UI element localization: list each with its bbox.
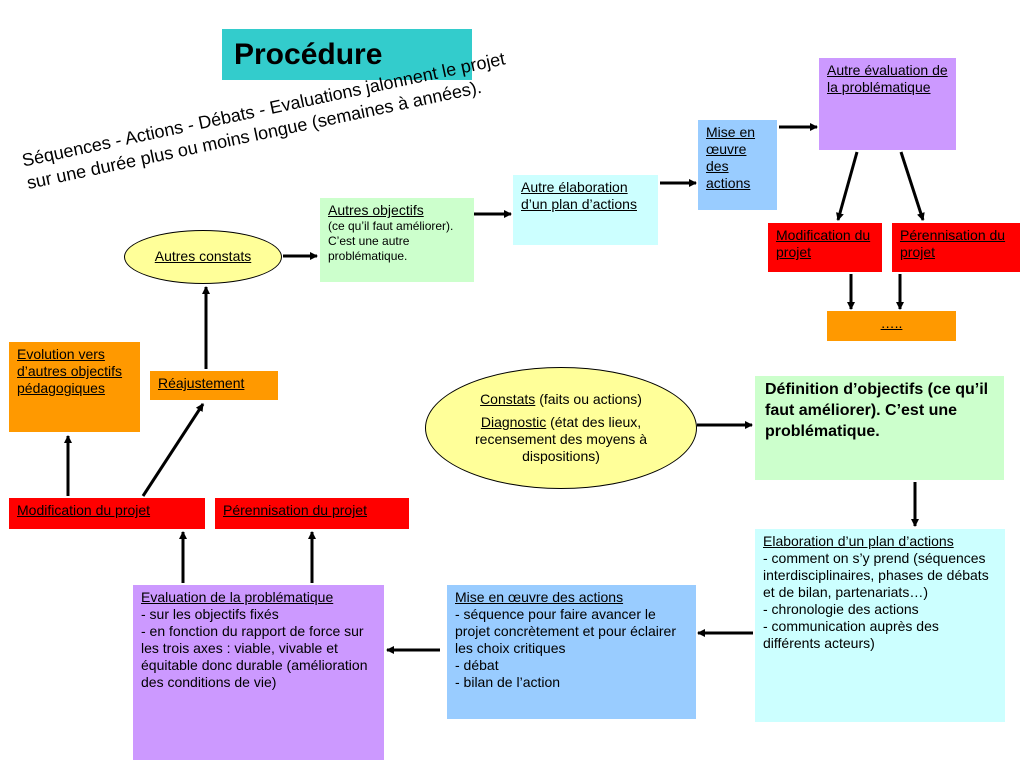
diagnostic-label: Diagnostic: [480, 413, 547, 430]
evaluation-line-1: - sur les objectifs fixés: [141, 606, 279, 623]
box-perennisation-bottom[interactable]: Pérennisation du projet: [215, 498, 409, 529]
autres-objectifs-title: Autres objectifs: [328, 202, 424, 218]
constats-label: Constats: [480, 390, 536, 407]
mise-en-oeuvre-line-2: - débat: [455, 657, 499, 674]
evaluation-line-2: - en fonction du rapport de force sur le…: [141, 623, 368, 691]
box-autre-evaluation[interactable]: Autre évaluation de la problématique: [819, 58, 956, 150]
box-autres-objectifs[interactable]: Autres objectifs (ce qu’il faut améliore…: [320, 198, 474, 282]
ellipse-autres-constats[interactable]: Autres constats: [124, 230, 282, 284]
box-evolution[interactable]: Evolution vers d’autres objectifs pédago…: [9, 342, 140, 432]
arrow-modif-to-reajust: [141, 403, 205, 497]
mise-en-oeuvre-title: Mise en œuvre des actions: [455, 589, 624, 605]
mise-en-oeuvre-line-3: - bilan de l’action: [455, 674, 561, 691]
evaluation-title: Evaluation de la problématique: [141, 589, 334, 605]
box-modification-bottom[interactable]: Modification du projet: [9, 498, 205, 529]
box-mise-en-oeuvre[interactable]: Mise en œuvre des actions - séquence pou…: [447, 585, 696, 719]
diagnostic-line: Diagnostic (état des lieux, recensement …: [456, 414, 666, 465]
elaboration-title: Elaboration d’un plan d’actions: [763, 533, 954, 549]
elaboration-line-1: - comment on s’y prend (séquences interd…: [763, 550, 989, 601]
box-perennisation-top[interactable]: Pérennisation du projet: [892, 223, 1020, 272]
constats-line: Constats (faits ou actions): [480, 391, 642, 408]
box-mise-en-oeuvre-top[interactable]: Mise en œuvre des actions: [698, 120, 777, 210]
box-autre-elaboration[interactable]: Autre élaboration d’un plan d’actions: [513, 175, 658, 245]
elaboration-line-3: - communication auprès des différents ac…: [763, 618, 939, 652]
box-modification-top[interactable]: Modification du projet: [768, 223, 882, 272]
mise-en-oeuvre-line-1: - séquence pour faire avancer le projet …: [455, 606, 676, 657]
box-evaluation[interactable]: Evaluation de la problématique - sur les…: [133, 585, 384, 760]
arrow-eval-to-perennisation: [899, 151, 925, 221]
arrow-eval-to-modification: [836, 151, 859, 221]
box-elaboration-plan[interactable]: Elaboration d’un plan d’actions - commen…: [755, 529, 1005, 722]
diagnostic-detail: (état des lieux, recensement des moyens …: [475, 413, 647, 465]
constats-detail: (faits ou actions): [535, 390, 642, 407]
ellipse-constats-diagnostic[interactable]: Constats (faits ou actions) Diagnostic (…: [425, 367, 697, 489]
autres-objectifs-detail: (ce qu’il faut améliorer). C’est une aut…: [328, 219, 454, 264]
page-title: Procédure: [222, 29, 472, 80]
box-ellipsis[interactable]: …..: [827, 311, 956, 341]
box-definition-objectifs[interactable]: Définition d’objectifs (ce qu’il faut am…: [755, 376, 1004, 480]
box-reajustement[interactable]: Réajustement: [150, 371, 278, 400]
autres-constats-label: Autres constats: [154, 248, 252, 265]
elaboration-line-2: - chronologie des actions: [763, 601, 919, 618]
